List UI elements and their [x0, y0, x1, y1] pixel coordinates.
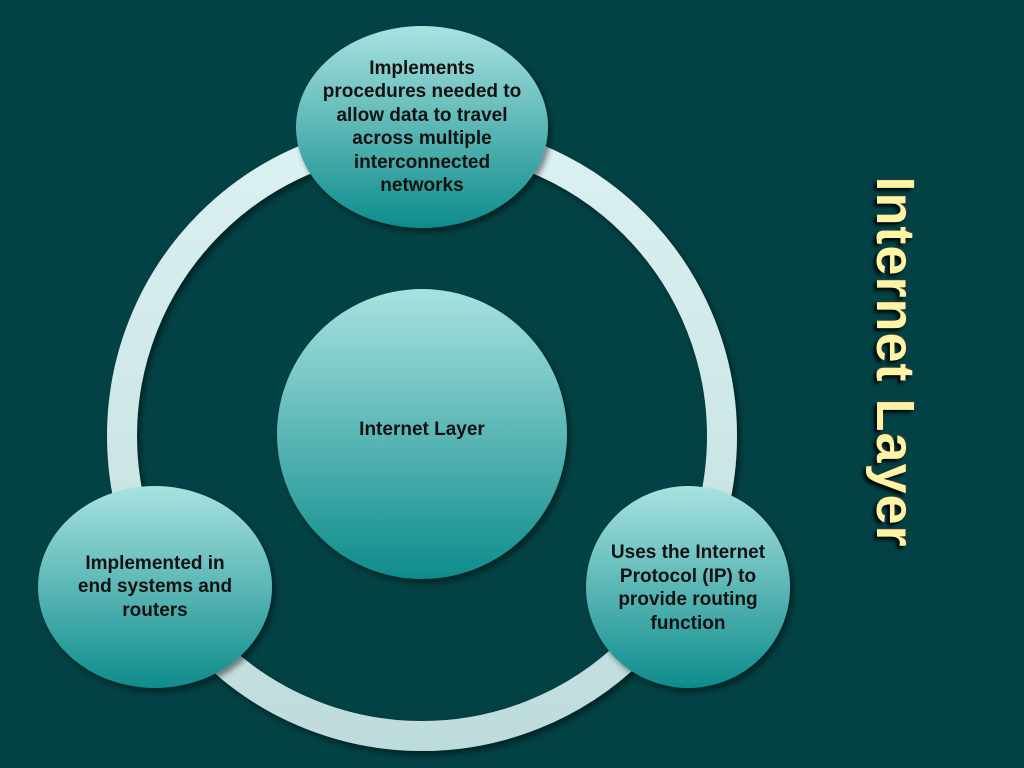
top-node-label: Implements procedures needed to allow da… — [322, 57, 522, 197]
center-node — [277, 289, 567, 579]
bottom-right-node-label: Uses the Internet Protocol (IP) to provi… — [610, 542, 766, 634]
bottom-left-node — [38, 486, 272, 688]
bottom-left-node-label: Implemented in end systems and routers — [77, 552, 233, 621]
center-node-text: Internet Layer — [359, 419, 485, 441]
top-node — [296, 26, 548, 228]
center-node-label: Internet Layer — [292, 400, 552, 460]
slide-title: Internet Layer — [865, 176, 925, 548]
bottom-right-node — [586, 486, 790, 688]
